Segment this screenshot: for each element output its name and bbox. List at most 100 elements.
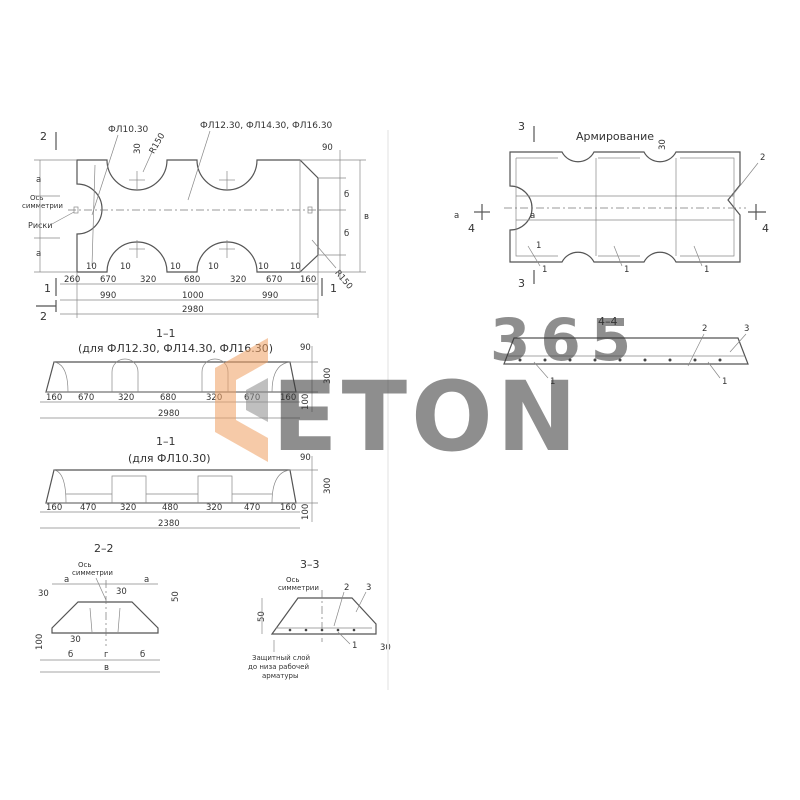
- s22-g: г: [104, 650, 109, 660]
- svg-text:670: 670: [100, 275, 116, 285]
- svg-text:480: 480: [162, 503, 178, 513]
- s22-a-left: а: [64, 575, 69, 585]
- s44-callout-3: 3: [744, 324, 749, 334]
- arm-a-right: а: [530, 211, 535, 221]
- s33-note-1: Защитный слой: [252, 654, 310, 662]
- s33-note-3: арматуры: [262, 672, 299, 680]
- s11b-dims: 160 470 320 480 320 470 160: [46, 503, 296, 513]
- s22-b-left: б: [68, 650, 73, 660]
- svg-text:320: 320: [118, 393, 134, 403]
- svg-text:10: 10: [120, 262, 131, 272]
- svg-text:10: 10: [290, 262, 301, 272]
- svg-text:320: 320: [206, 503, 222, 513]
- arm-a-left: а: [454, 211, 459, 221]
- s22-axis-1: Ось: [78, 561, 91, 569]
- s44-title: 4–4: [598, 315, 618, 328]
- svg-text:680: 680: [160, 393, 176, 403]
- svg-text:320: 320: [120, 503, 136, 513]
- svg-text:680: 680: [184, 275, 200, 285]
- arm-callout-1c: 1: [704, 265, 709, 275]
- r150-top: R150: [148, 132, 168, 156]
- svg-text:670: 670: [244, 393, 260, 403]
- arm-callout-1a: 1: [542, 265, 547, 275]
- section-3-3: 3–3 Ось симметрии 50 30 1 2 3 Защитный с…: [248, 558, 391, 680]
- s22-outline: [51, 601, 159, 634]
- s11b-v90: 90: [300, 453, 311, 463]
- dim-b-top: б: [344, 190, 349, 200]
- svg-text:10: 10: [208, 262, 219, 272]
- dim-row-2: 990 1000 990: [100, 291, 278, 301]
- plan-outline: [76, 159, 319, 273]
- section-4-4: 4–4 2 3 1 1: [503, 315, 749, 387]
- s11b-title: 1–1: [156, 435, 176, 448]
- svg-text:160: 160: [46, 393, 62, 403]
- s33-rebars: [288, 628, 356, 632]
- s22-b-right: б: [140, 650, 145, 660]
- s33-title: 3–3: [300, 558, 320, 571]
- s22-axis-2: симметрии: [72, 569, 113, 577]
- s11a-dims: 160 670 320 680 320 670 160: [46, 393, 296, 403]
- s11a-total: 2980: [158, 409, 180, 419]
- s33-c2: 2: [344, 583, 349, 593]
- section-2-2: 2–2 Ось симметрии 30 30 30 50 100 а а б …: [35, 542, 181, 673]
- s44-callout-2: 2: [702, 324, 707, 334]
- s33-axis-2: симметрии: [278, 584, 319, 592]
- svg-text:320: 320: [206, 393, 222, 403]
- s11a-outline: [45, 361, 297, 393]
- s22-d30-mid: 30: [116, 587, 127, 597]
- dim-total-plan: 2980: [182, 305, 204, 315]
- axis-label: Ось: [30, 194, 43, 202]
- s33-d30: 30: [380, 643, 391, 653]
- s11a-v100: 100: [301, 394, 311, 410]
- section-2-bottom: 2: [40, 310, 47, 323]
- s22-v: в: [104, 663, 109, 673]
- dim-tens: 10 10 10 10 10 10: [86, 262, 301, 272]
- svg-text:10: 10: [258, 262, 269, 272]
- s22-title: 2–2: [94, 542, 114, 555]
- arm-dim-30: 30: [658, 139, 668, 150]
- section-1-left: 1: [44, 282, 51, 295]
- dim-a-left-2: а: [36, 249, 41, 259]
- s11a-subtitle: (для ФЛ12.30, ФЛ14.30, ФЛ16.30): [78, 342, 273, 355]
- plan-inner-line: [91, 160, 301, 272]
- svg-text:320: 320: [140, 275, 156, 285]
- section-1-1-b: 1–1 (для ФЛ10.30) 160 470 320 480 320 47…: [40, 435, 333, 529]
- section-1-1-a: 1–1 (для ФЛ12.30, ФЛ14.30, ФЛ16.30) 160 …: [40, 327, 333, 419]
- s22-a-right: а: [144, 575, 149, 585]
- section-2-top: 2: [40, 130, 47, 143]
- svg-text:670: 670: [78, 393, 94, 403]
- svg-text:160: 160: [46, 503, 62, 513]
- s33-axis-1: Ось: [286, 576, 299, 584]
- svg-text:160: 160: [280, 393, 296, 403]
- svg-text:260: 260: [64, 275, 80, 285]
- dim-v-right: в: [364, 212, 369, 222]
- risk-mark-left: [73, 206, 79, 214]
- svg-text:10: 10: [170, 262, 181, 272]
- svg-text:320: 320: [230, 275, 246, 285]
- dim-row-1: 260 670 320 680 320 670 160: [64, 275, 316, 285]
- arm-sec-4-left: 4: [468, 222, 475, 235]
- s33-c1: 1: [352, 641, 357, 651]
- risk-mark-right: [307, 206, 313, 214]
- label-fl1030: ФЛ10.30: [108, 125, 149, 135]
- svg-text:1000: 1000: [182, 291, 204, 301]
- arm-sec-3-top: 3: [518, 120, 525, 133]
- s33-outline: [270, 597, 377, 635]
- arm-callout-2: 2: [760, 153, 765, 163]
- s11b-subtitle: (для ФЛ10.30): [128, 452, 211, 465]
- s44-rebars: [518, 358, 722, 362]
- s11a-v90: 90: [300, 343, 311, 353]
- s33-note-2: до низа рабочей: [248, 663, 309, 671]
- s11a-title: 1–1: [156, 327, 176, 340]
- reinforcement-inner: [515, 157, 735, 257]
- s11b-outline: [45, 469, 297, 504]
- axis-label-2: симметрии: [22, 202, 63, 210]
- s11b-v100: 100: [301, 504, 311, 520]
- s22-d30-left: 30: [38, 589, 49, 599]
- arm-callout-1b: 1: [624, 265, 629, 275]
- dim-a-left: а: [36, 175, 41, 185]
- svg-text:160: 160: [280, 503, 296, 513]
- dim-30-top: 30: [133, 143, 143, 154]
- reinforcement-title: Армирование: [576, 130, 654, 143]
